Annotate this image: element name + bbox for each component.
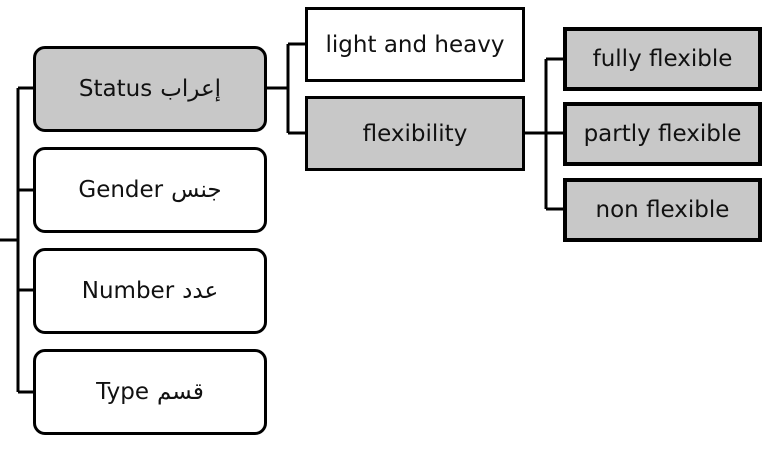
node-gender-arabic: جنس (171, 177, 222, 203)
node-type: Type قسم (33, 349, 267, 435)
node-gender: Gender جنس (33, 147, 267, 233)
node-flexibility-label: flexibility (362, 120, 468, 147)
node-light-and-heavy: light and heavy (305, 7, 525, 82)
node-light-and-heavy-label: light and heavy (325, 31, 505, 58)
node-status-label: Status (78, 76, 153, 102)
node-partly-flexible: partly flexible (563, 102, 762, 166)
node-number-label: Number (81, 278, 175, 304)
node-non-flexible-label: non flexible (595, 197, 730, 223)
node-status: Status إعراب (33, 46, 267, 132)
node-non-flexible: non flexible (563, 178, 762, 242)
node-fully-flexible: fully flexible (563, 27, 762, 91)
node-flexibility: flexibility (305, 96, 525, 171)
node-partly-flexible-label: partly flexible (583, 121, 742, 147)
node-gender-label: Gender (78, 177, 164, 203)
node-fully-flexible-label: fully flexible (592, 46, 733, 72)
node-number: Number عدد (33, 248, 267, 334)
node-number-arabic: عدد (182, 278, 219, 304)
node-type-arabic: قسم (157, 379, 204, 405)
node-type-label: Type (96, 379, 149, 405)
node-status-arabic: إعراب (160, 76, 222, 102)
